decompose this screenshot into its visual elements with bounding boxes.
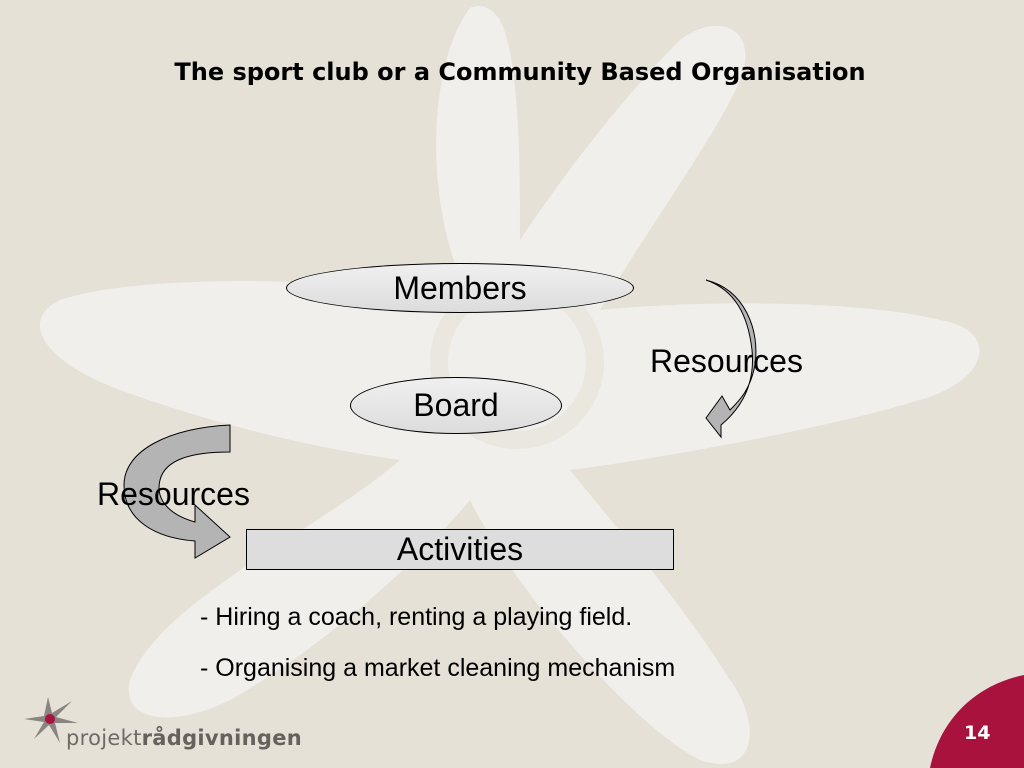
logo-text-bold: rådgivningen (141, 726, 303, 750)
logo-star-icon (24, 697, 78, 743)
logo-text-regular: projekt (66, 726, 142, 750)
logo-wordmark: projektrådgivningen (66, 726, 302, 750)
board-label: Board (413, 387, 499, 423)
bullet-item: - Organising a market cleaning mechanism (200, 654, 676, 682)
activities-label: Activities (396, 531, 524, 567)
resources-label-left: Resources (97, 476, 250, 512)
slide-title: The sport club or a Community Based Orga… (174, 58, 866, 86)
members-node: Members (286, 263, 634, 313)
board-node: Board (350, 377, 562, 434)
curved-arrow-right-icon (705, 279, 757, 439)
page-number: 14 (964, 722, 991, 744)
activities-node: Activities (246, 529, 674, 570)
curved-arrow-left-icon (123, 424, 231, 559)
resources-label-right: Resources (650, 343, 803, 379)
bullet-item: - Hiring a coach, renting a playing fiel… (200, 603, 633, 631)
members-label: Members (393, 269, 527, 306)
